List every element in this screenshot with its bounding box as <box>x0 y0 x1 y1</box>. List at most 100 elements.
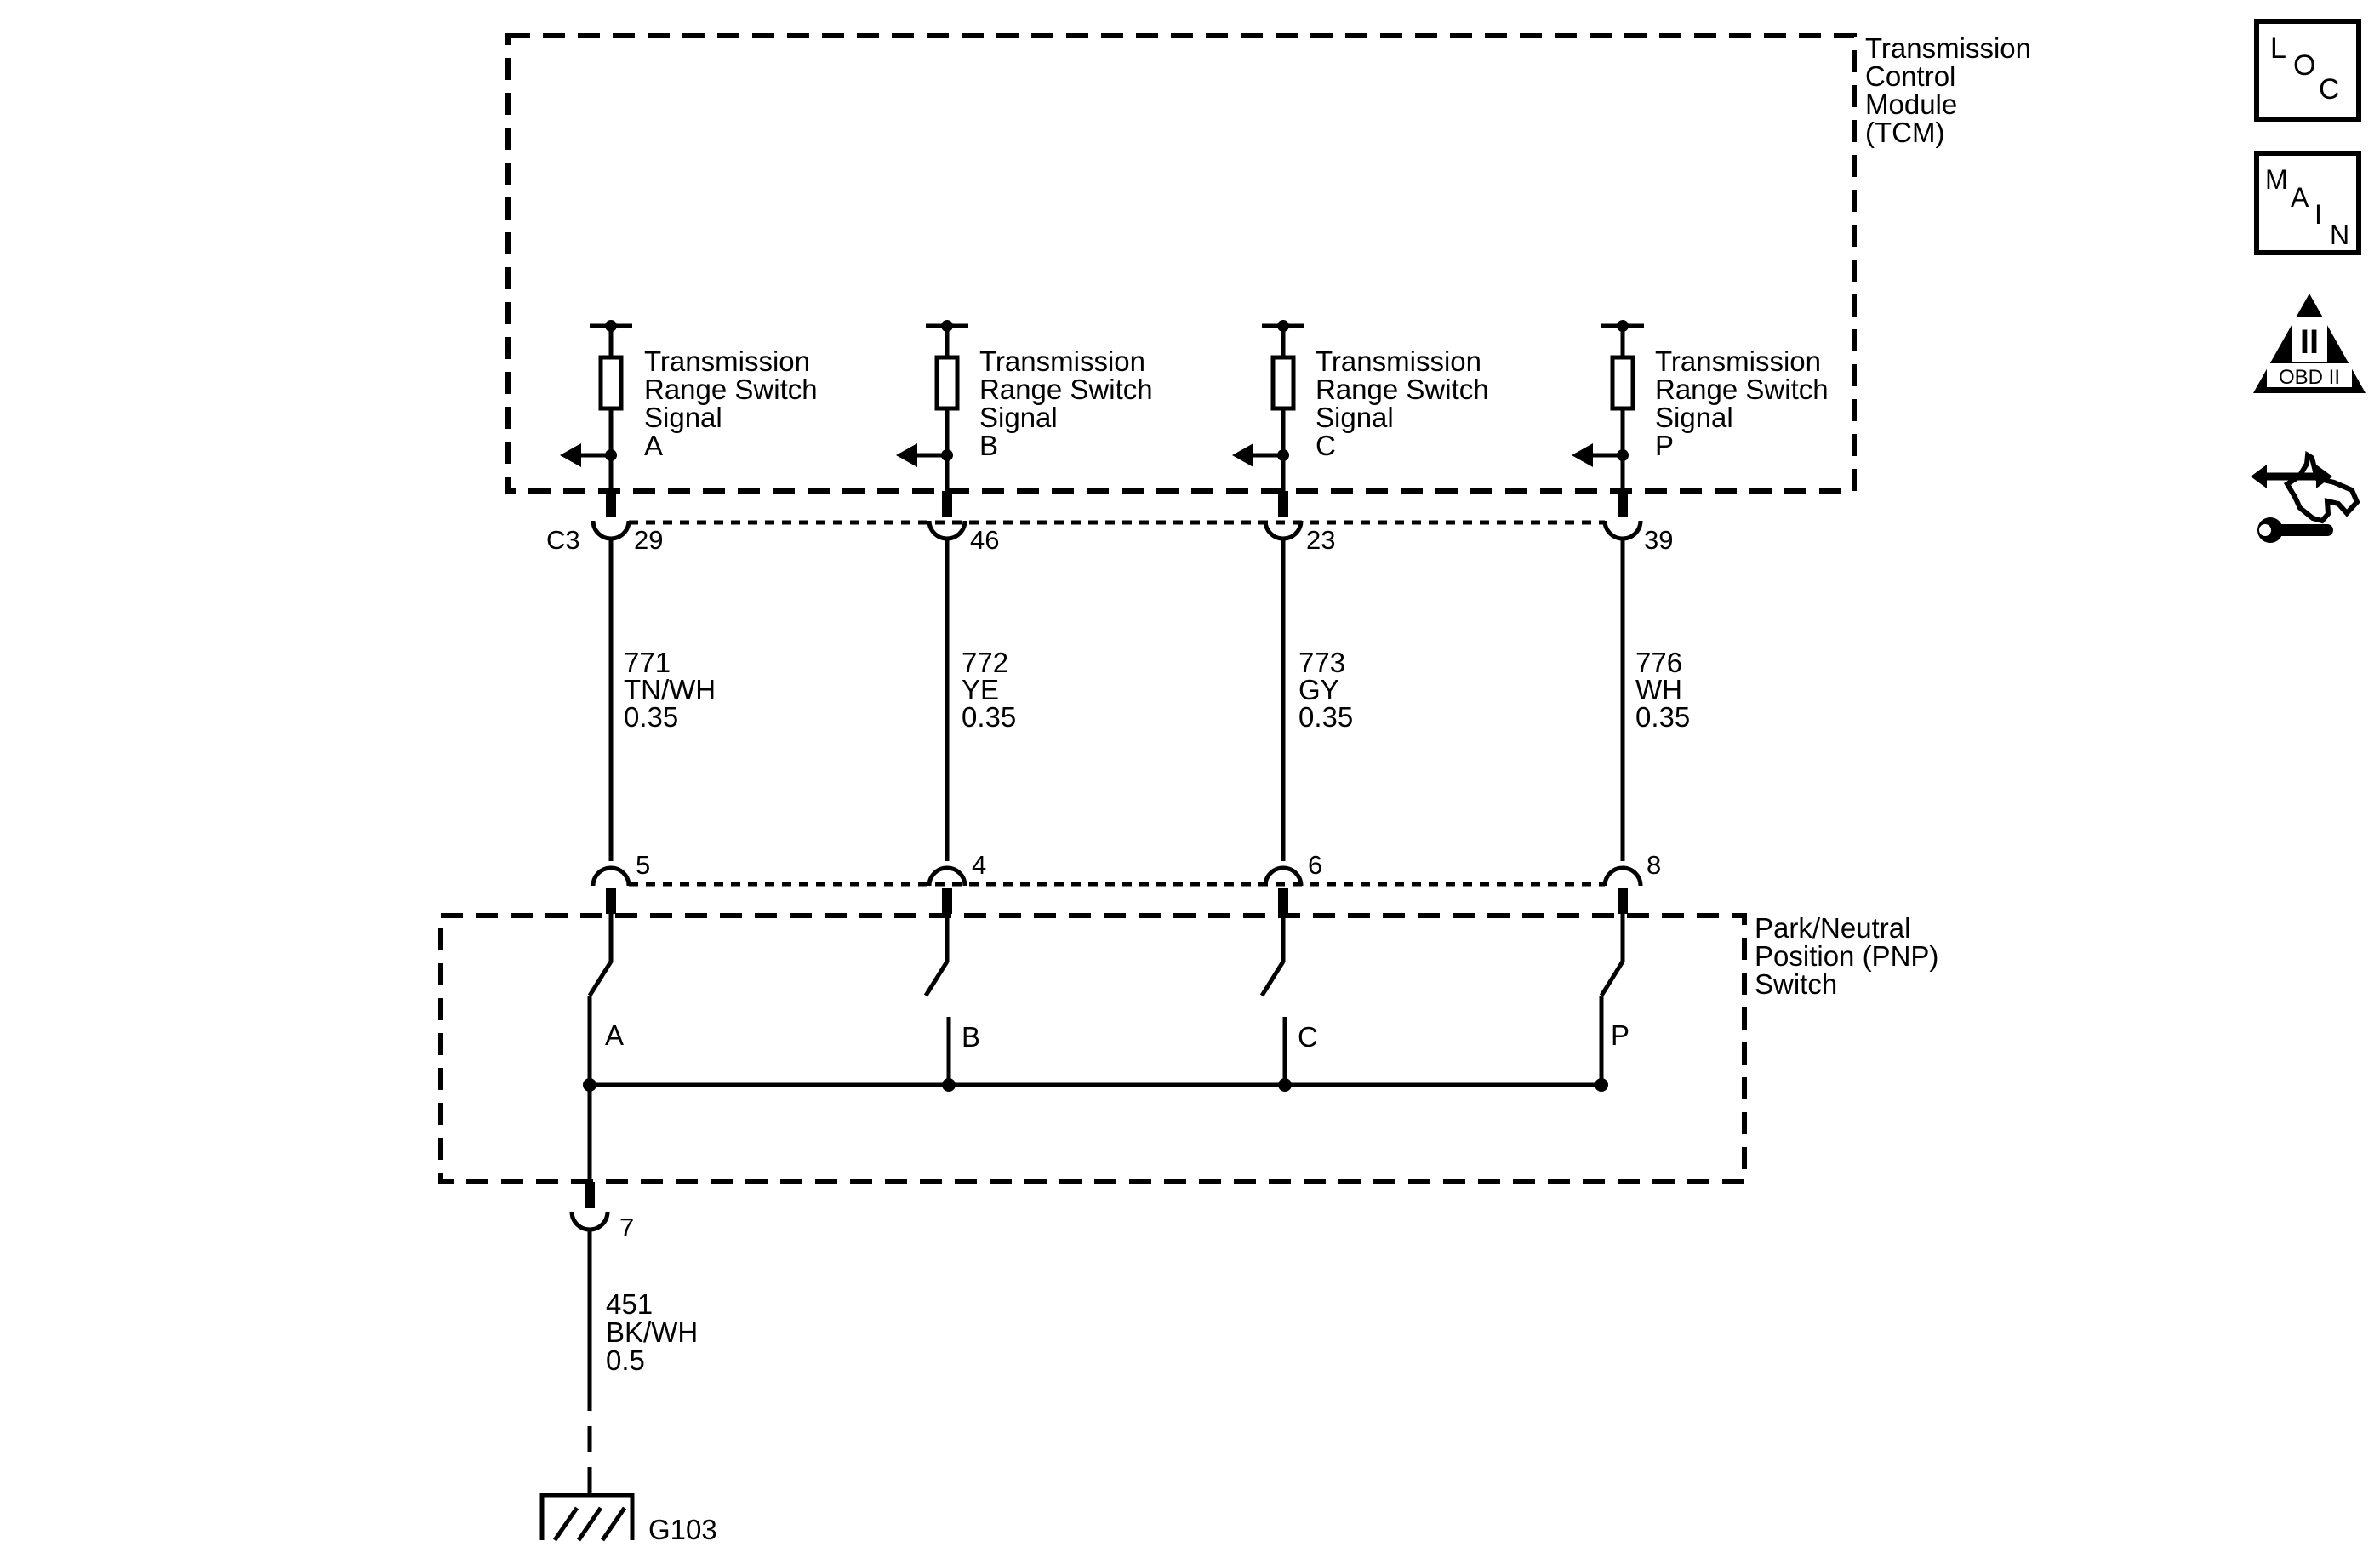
junction-dot <box>1595 1078 1608 1092</box>
signal-label-line: Signal <box>644 402 722 433</box>
obd-ii-button[interactable]: II OBD II <box>2253 294 2366 393</box>
loc-letter: O <box>2293 49 2315 82</box>
loc-letter: L <box>2270 32 2286 65</box>
ground-path: 7 451 BK/WH 0.5 G103 <box>539 1182 717 1545</box>
pnp-contact-label: P <box>1611 1019 1629 1051</box>
obd-numeral: II <box>2300 323 2319 361</box>
tcm-pin-number: 29 <box>634 525 663 555</box>
pnp-pin-number: 6 <box>1308 850 1322 880</box>
input-arrow-icon <box>560 443 581 467</box>
pnp-contact-label: C <box>1298 1021 1318 1053</box>
wrench-icon <box>2257 517 2333 543</box>
obd-label: OBD II <box>2279 366 2340 389</box>
switch-blade <box>587 960 614 997</box>
tcm-pin-number: 23 <box>1306 525 1335 555</box>
connector-cavity-icon <box>1602 520 1643 541</box>
double-arrow-icon <box>2251 465 2332 488</box>
wire-gauge: 0.35 <box>624 701 678 733</box>
signal-column-p: Transmission Range Switch Signal P 39 77… <box>1572 320 1829 1085</box>
input-arrow-icon <box>1572 443 1593 467</box>
tcm-pin-number: 46 <box>970 525 999 555</box>
wire-color: WH <box>1635 674 1682 705</box>
pnp-title-line-1: Park/Neutral <box>1755 912 1910 944</box>
pnp-contact-label: A <box>605 1019 624 1051</box>
wire-circuit-number: 776 <box>1635 647 1682 678</box>
signal-label-line: Transmission <box>644 345 810 377</box>
main-letter: N <box>2330 220 2349 250</box>
wire-gauge: 0.5 <box>606 1344 645 1376</box>
loc-button[interactable]: L O C <box>2254 19 2361 122</box>
loc-letter: C <box>2319 73 2340 106</box>
ground-symbol-icon <box>539 1491 635 1542</box>
pnp-title-line-3: Switch <box>1755 968 1837 1000</box>
pullup-resistor-icon <box>934 355 960 411</box>
signal-label-line: A <box>644 430 663 461</box>
connector-cavity-icon <box>927 865 967 887</box>
wire-gauge: 0.35 <box>1635 701 1690 733</box>
wire-color: YE <box>962 674 999 705</box>
connector-cavity-icon <box>591 520 631 541</box>
signal-column-b: Transmission Range Switch Signal B 46 77… <box>896 320 1153 1085</box>
pullup-resistor-icon <box>1610 355 1635 411</box>
signal-label-line: Range Switch <box>1655 374 1829 405</box>
tcm-pin-number: 39 <box>1644 525 1673 555</box>
signal-label-line: Signal <box>1655 402 1733 433</box>
wire-gauge: 0.35 <box>962 701 1016 733</box>
pnp-pin-number: 5 <box>636 850 650 880</box>
connector-cavity-icon <box>591 865 631 887</box>
main-letter: I <box>2314 199 2322 230</box>
signal-label-line: Signal <box>979 402 1058 433</box>
signal-label-line: Signal <box>1316 402 1394 433</box>
main-letter: M <box>2265 164 2288 195</box>
ground-label: G103 <box>648 1514 717 1545</box>
signal-label-line: Range Switch <box>644 374 818 405</box>
tcm-title-line-1: Transmission <box>1865 32 2031 64</box>
pnp-contact-label: B <box>962 1021 980 1053</box>
junction-dot <box>942 1078 956 1092</box>
wire-color: TN/WH <box>624 674 716 705</box>
connector-end-view-icon <box>2283 450 2360 524</box>
wire-circuit-number: 773 <box>1298 647 1345 678</box>
wire-circuit-number: 451 <box>606 1288 653 1320</box>
tcm-connector-label: C3 <box>546 525 580 555</box>
pullup-resistor-icon <box>1270 355 1296 411</box>
signal-label-line: Range Switch <box>1316 374 1489 405</box>
main-button[interactable]: M A I N <box>2254 151 2361 255</box>
signal-label-line: Range Switch <box>979 374 1153 405</box>
main-letter: A <box>2291 182 2309 213</box>
signal-label-line: Transmission <box>1316 345 1481 377</box>
wire-circuit-number: 772 <box>962 647 1008 678</box>
tcm-boundary <box>505 33 1857 494</box>
connector-cavity-icon <box>1602 865 1643 887</box>
connector-end-view-button[interactable] <box>2251 450 2360 543</box>
switch-blade <box>1599 960 1625 997</box>
tcm-title-line-4: (TCM) <box>1865 117 1944 148</box>
pnp-pin-number: 8 <box>1647 850 1661 880</box>
tcm-title-line-2: Control <box>1865 60 1955 92</box>
connector-cavity-icon <box>1263 865 1304 887</box>
connector-cavity-icon <box>569 1211 610 1232</box>
pnp-ground-pin: 7 <box>619 1213 634 1242</box>
signal-label-line: B <box>979 430 998 461</box>
pnp-title-line-2: Position (PNP) <box>1755 940 1938 972</box>
switch-blade <box>1259 960 1286 997</box>
wire-circuit-number: 771 <box>624 647 671 678</box>
pnp-switch-module: Park/Neutral Position (PNP) Switch <box>438 912 1938 1184</box>
pnp-boundary <box>438 913 1747 1184</box>
signal-label-line: Transmission <box>979 345 1145 377</box>
wire-gauge: 0.35 <box>1298 701 1353 733</box>
signal-label-line: C <box>1316 430 1336 461</box>
signal-label-line: Transmission <box>1655 345 1821 377</box>
pullup-resistor-icon <box>598 355 624 411</box>
tcm-title-line-3: Module <box>1865 88 1957 120</box>
wire-color: GY <box>1298 674 1339 705</box>
input-arrow-icon <box>1232 443 1253 467</box>
signal-column-a: Transmission Range Switch Signal A C3 29… <box>546 320 818 1085</box>
wire-color: BK/WH <box>606 1316 698 1348</box>
switch-blade <box>923 960 950 997</box>
junction-dot <box>1278 1078 1292 1092</box>
input-arrow-icon <box>896 443 917 467</box>
signal-label-line: P <box>1655 430 1674 461</box>
signal-column-c: Transmission Range Switch Signal C 23 77… <box>1232 320 1489 1085</box>
